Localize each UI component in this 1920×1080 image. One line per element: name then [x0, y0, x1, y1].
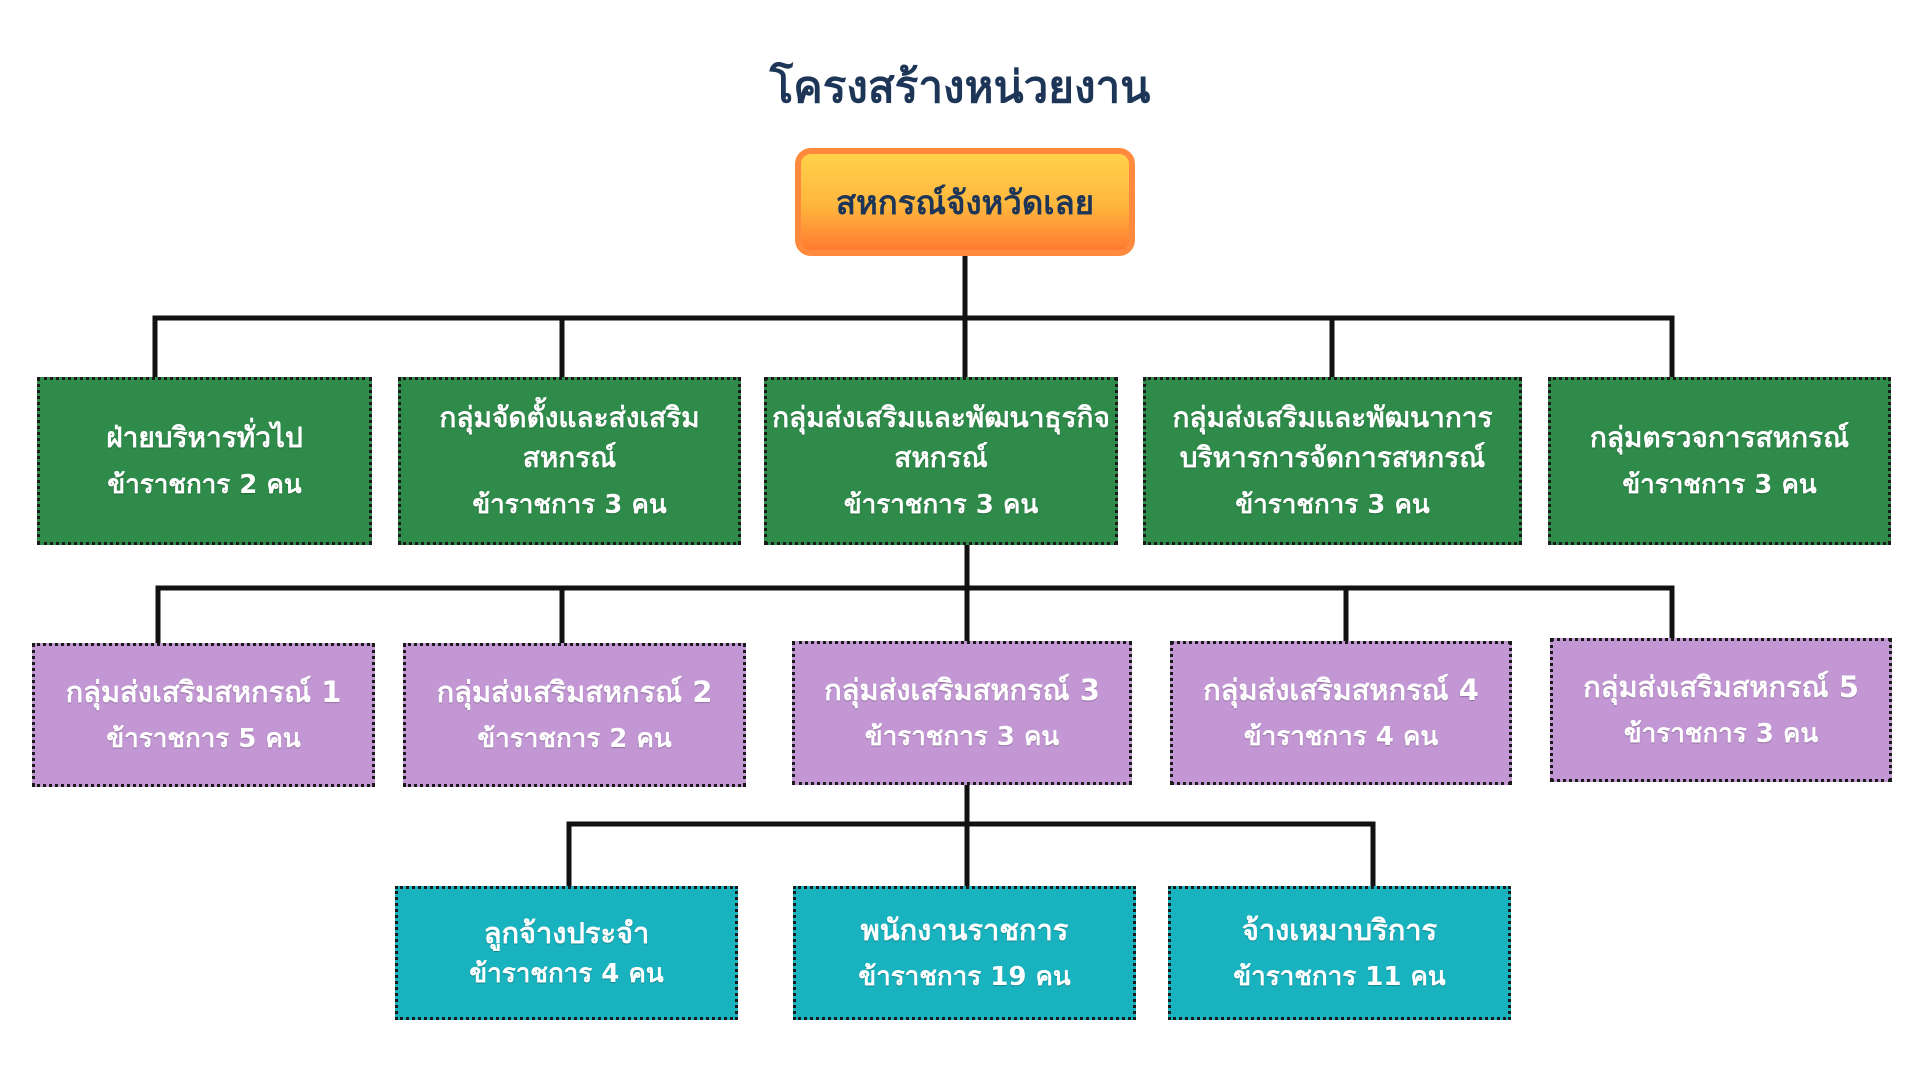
- unit-staff-count: ข้าราชการ 11 คน: [1233, 962, 1446, 992]
- unit-name: กลุ่มส่งเสริมสหกรณ์ 2: [436, 675, 713, 709]
- unit-staff-count: ข้าราชการ 3 คน: [472, 490, 667, 520]
- unit-staff-count: ข้าราชการ 19 คน: [858, 962, 1071, 992]
- unit-government-employees: พนักงานราชการ ข้าราชการ 19 คน: [793, 886, 1136, 1020]
- unit-staff-count: ข้าราชการ 2 คน: [107, 470, 302, 500]
- unit-name: พนักงานราชการ: [860, 913, 1069, 947]
- unit-name: กลุ่มส่งเสริมสหกรณ์ 3: [824, 673, 1100, 707]
- unit-name: กลุ่มส่งเสริมและพัฒนาธุรกิจสหกรณ์: [772, 401, 1110, 474]
- unit-staff-count: ข้าราชการ 2 คน: [477, 724, 672, 754]
- root-unit-box: สหกรณ์จังหวัดเลย: [795, 148, 1135, 256]
- unit-staff-count: ข้าราชการ 5 คน: [106, 724, 301, 754]
- unit-contract-services: จ้างเหมาบริการ ข้าราชการ 11 คน: [1168, 886, 1511, 1020]
- unit-general-admin: ฝ่ายบริหารทั่วไป ข้าราชการ 2 คน: [37, 377, 372, 545]
- unit-name: กลุ่มตรวจการสหกรณ์: [1589, 421, 1850, 454]
- unit-staff-count: ข้าราชการ 3 คน: [1235, 490, 1430, 520]
- unit-staff-count: ข้าราชการ 3 คน: [1622, 470, 1817, 500]
- unit-name: กลุ่มส่งเสริมสหกรณ์ 1: [65, 675, 342, 709]
- unit-name: ฝ่ายบริหารทั่วไป: [106, 421, 303, 454]
- unit-management-development: กลุ่มส่งเสริมและพัฒนาการบริหารการจัดการส…: [1143, 377, 1522, 545]
- unit-establishment-promotion: กลุ่มจัดตั้งและส่งเสริมสหกรณ์ ข้าราชการ …: [398, 377, 741, 545]
- unit-promotion-group-5: กลุ่มส่งเสริมสหกรณ์ 5 ข้าราชการ 3 คน: [1550, 638, 1892, 782]
- unit-staff-count: ข้าราชการ 4 คน: [1243, 722, 1439, 752]
- unit-name: กลุ่มจัดตั้งและส่งเสริมสหกรณ์: [439, 401, 700, 474]
- unit-name: กลุ่มส่งเสริมสหกรณ์ 5: [1583, 670, 1859, 704]
- unit-name: ลูกจ้างประจำ: [483, 916, 650, 950]
- unit-promotion-group-1: กลุ่มส่งเสริมสหกรณ์ 1 ข้าราชการ 5 คน: [32, 643, 375, 787]
- page-title: โครงสร้างหน่วยงาน: [769, 62, 1151, 113]
- unit-staff-count: ข้าราชการ 4 คน: [469, 959, 664, 989]
- unit-promotion-group-2: กลุ่มส่งเสริมสหกรณ์ 2 ข้าราชการ 2 คน: [403, 643, 746, 787]
- unit-business-development: กลุ่มส่งเสริมและพัฒนาธุรกิจสหกรณ์ ข้าราช…: [764, 377, 1118, 545]
- unit-permanent-employees: ลูกจ้างประจำ ข้าราชการ 4 คน: [395, 886, 738, 1020]
- unit-name: กลุ่มส่งเสริมและพัฒนาการบริหารการจัดการส…: [1172, 401, 1493, 474]
- root-unit-name: สหกรณ์จังหวัดเลย: [835, 182, 1095, 222]
- unit-promotion-group-4: กลุ่มส่งเสริมสหกรณ์ 4 ข้าราชการ 4 คน: [1170, 641, 1512, 785]
- unit-inspection: กลุ่มตรวจการสหกรณ์ ข้าราชการ 3 คน: [1548, 377, 1891, 545]
- unit-promotion-group-3: กลุ่มส่งเสริมสหกรณ์ 3 ข้าราชการ 3 คน: [792, 641, 1132, 785]
- unit-name: กลุ่มส่งเสริมสหกรณ์ 4: [1203, 673, 1479, 707]
- unit-staff-count: ข้าราชการ 3 คน: [843, 490, 1039, 520]
- unit-staff-count: ข้าราชการ 3 คน: [1623, 719, 1819, 749]
- unit-name: จ้างเหมาบริการ: [1241, 913, 1438, 947]
- unit-staff-count: ข้าราชการ 3 คน: [864, 722, 1060, 752]
